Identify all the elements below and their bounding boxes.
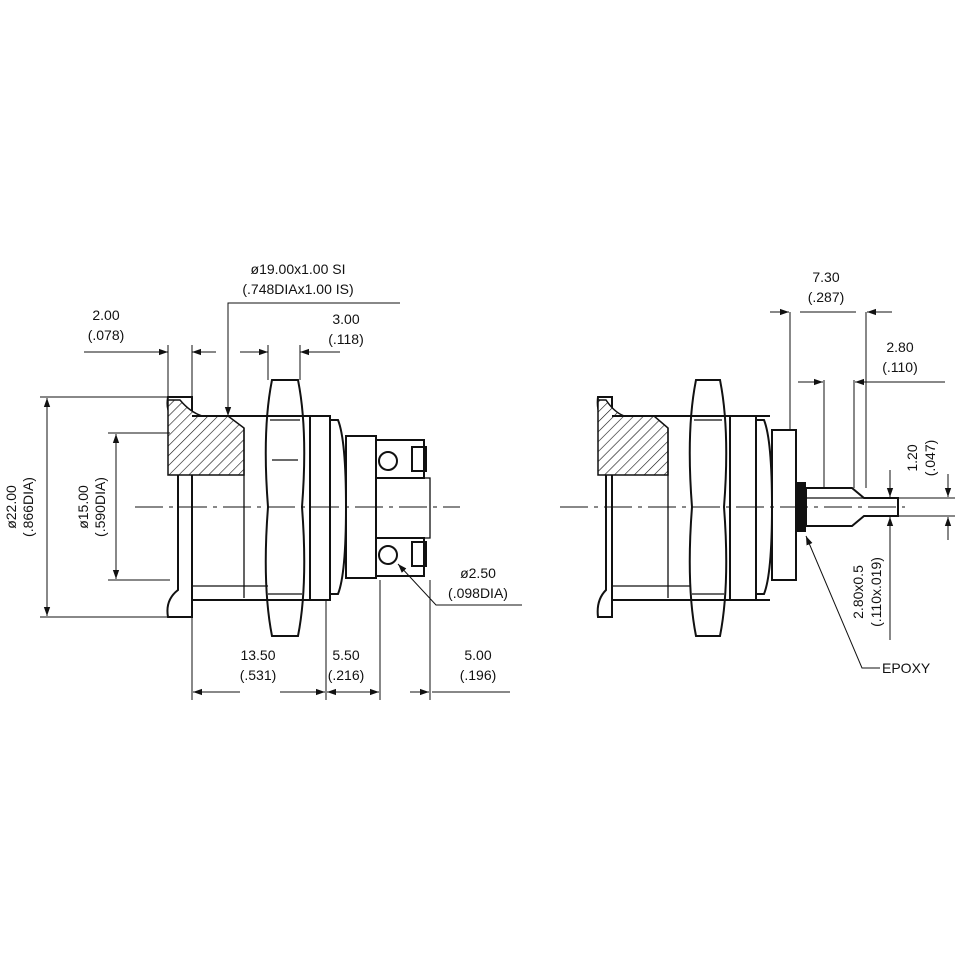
term-ext-imperial: (.196) bbox=[460, 667, 497, 683]
term-ext-metric: 5.00 bbox=[464, 647, 491, 663]
side-hex-nut bbox=[688, 379, 728, 637]
front-terminal-top bbox=[375, 439, 425, 479]
side-epoxy-blob bbox=[796, 482, 806, 532]
body-len-metric: 13.50 bbox=[240, 647, 275, 663]
nut-dim-imperial: (.118) bbox=[328, 331, 364, 347]
front-cap-section bbox=[167, 399, 245, 476]
inner-dia-imperial: (.590DIA) bbox=[92, 477, 108, 537]
flange-dim-imperial: (.078) bbox=[88, 327, 125, 343]
pin-thick-metric: 1.20 bbox=[904, 444, 920, 471]
side-rear-housing bbox=[729, 415, 757, 601]
hole-dia-metric: ø2.50 bbox=[460, 565, 496, 581]
pin-len-metric: 2.80 bbox=[886, 339, 913, 355]
terminal-len-imperial: (.216) bbox=[328, 667, 365, 683]
pin-width-imperial: (.110x.019) bbox=[868, 557, 884, 627]
thread-dim-metric: ø19.00x1.00 SI bbox=[251, 261, 346, 277]
front-rear-housing bbox=[309, 415, 331, 601]
pin-len-imperial: (.110) bbox=[882, 359, 918, 375]
side-len-imperial: (.287) bbox=[808, 289, 845, 305]
front-terminal-hole-top bbox=[378, 451, 398, 471]
front-hex-nut bbox=[264, 379, 306, 637]
dimension-labels: ø19.00x1.00 SI (.748DIAx1.00 IS) 2.00 (.… bbox=[3, 261, 938, 683]
hole-dia-imperial: (.098DIA) bbox=[448, 585, 508, 601]
pin-width-metric: 2.80x0.5 bbox=[850, 565, 866, 619]
nut-dim-metric: 3.00 bbox=[332, 311, 359, 327]
front-dimensions bbox=[40, 302, 522, 700]
side-cap-section bbox=[597, 399, 669, 476]
body-len-imperial: (.531) bbox=[240, 667, 277, 683]
side-dimensions bbox=[770, 308, 955, 669]
flange-dim-metric: 2.00 bbox=[92, 307, 119, 323]
epoxy-label: EPOXY bbox=[882, 660, 931, 676]
front-terminal-bottom bbox=[375, 537, 425, 577]
pin-thick-imperial: (.047) bbox=[922, 440, 938, 477]
thread-dim-imperial: (.748DIAx1.00 IS) bbox=[242, 281, 353, 297]
front-view bbox=[135, 379, 460, 637]
terminal-len-metric: 5.50 bbox=[332, 647, 359, 663]
outer-dia-metric: ø22.00 bbox=[3, 485, 19, 529]
front-terminal-hole-bottom bbox=[378, 545, 398, 565]
outer-dia-imperial: (.866DIA) bbox=[20, 477, 36, 537]
side-view bbox=[560, 379, 905, 637]
side-len-metric: 7.30 bbox=[812, 269, 839, 285]
inner-dia-metric: ø15.00 bbox=[75, 485, 91, 529]
